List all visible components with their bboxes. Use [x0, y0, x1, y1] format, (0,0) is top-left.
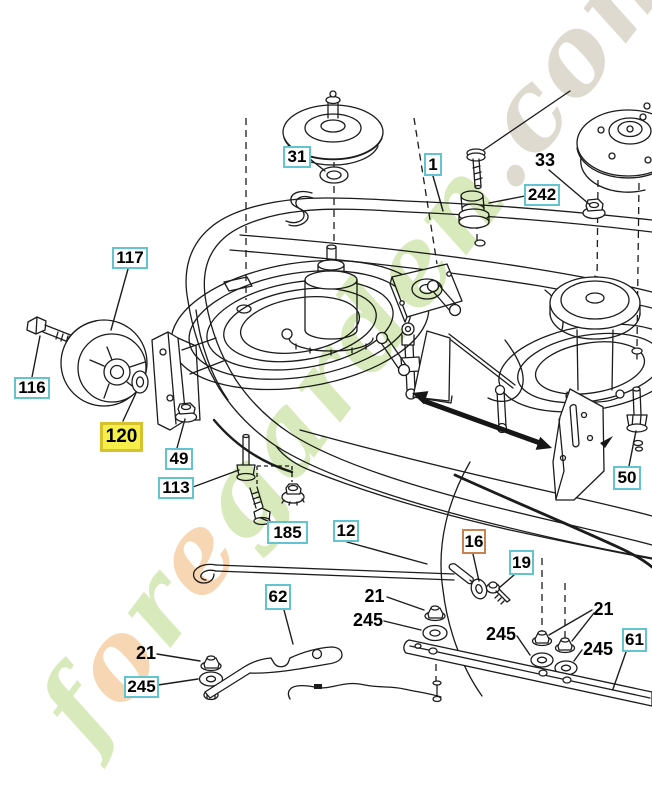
- deck-ridges: [170, 234, 652, 517]
- blade-hardware: [198, 605, 578, 701]
- part-callout-245: 245: [582, 639, 614, 659]
- part-callout-113[interactable]: 113: [158, 477, 194, 499]
- part-callout-1[interactable]: 1: [424, 153, 442, 176]
- flange-nut-33: [582, 198, 606, 220]
- part-callout-33: 33: [534, 149, 556, 170]
- pulley-washer: [319, 166, 349, 184]
- part-callout-31[interactable]: 31: [283, 146, 311, 168]
- center-spindle: [281, 244, 374, 356]
- part-callout-61[interactable]: 61: [622, 628, 647, 652]
- part-callout-12[interactable]: 12: [333, 520, 359, 542]
- screw-19: [485, 581, 511, 605]
- right-hanger-bracket: [552, 388, 613, 501]
- screw-nut-185: [249, 483, 305, 526]
- part-callout-16[interactable]: 16: [462, 529, 486, 554]
- leader-lines: [31, 158, 637, 690]
- part-callout-62[interactable]: 62: [265, 584, 291, 610]
- deck-bolt-242: [458, 90, 571, 247]
- part-callout-21: 21: [135, 643, 157, 663]
- right-spindle-assembly: [549, 275, 643, 403]
- part-callout-116[interactable]: 116: [14, 377, 50, 399]
- mulch-blade-62: [204, 646, 343, 699]
- part-callout-245: 245: [485, 624, 517, 644]
- center-bracket-assembly: [375, 263, 516, 434]
- deck-shell: [185, 197, 652, 697]
- part-callout-242[interactable]: 242: [524, 184, 560, 206]
- part-callout-245[interactable]: 245: [124, 676, 159, 698]
- gauge-wheel-assembly: [26, 316, 256, 482]
- part-callout-19[interactable]: 19: [509, 550, 534, 575]
- hanger-bolt-50: [626, 386, 648, 452]
- s-clip: [285, 190, 314, 227]
- blade-bar-61: [403, 639, 652, 707]
- part-callout-245: 245: [352, 610, 384, 630]
- part-callout-49[interactable]: 49: [165, 448, 193, 470]
- part-callout-21: 21: [593, 599, 614, 619]
- clutch-pulley: [576, 102, 652, 193]
- part-callout-50[interactable]: 50: [613, 466, 641, 490]
- part-callout-21: 21: [364, 586, 385, 606]
- part-callout-120[interactable]: 120: [100, 422, 143, 452]
- part-callout-185[interactable]: 185: [267, 521, 308, 544]
- part-callout-117[interactable]: 117: [112, 247, 148, 269]
- cable-wire: [287, 680, 442, 703]
- washer-16: [470, 578, 488, 600]
- direction-arrow: [412, 391, 552, 450]
